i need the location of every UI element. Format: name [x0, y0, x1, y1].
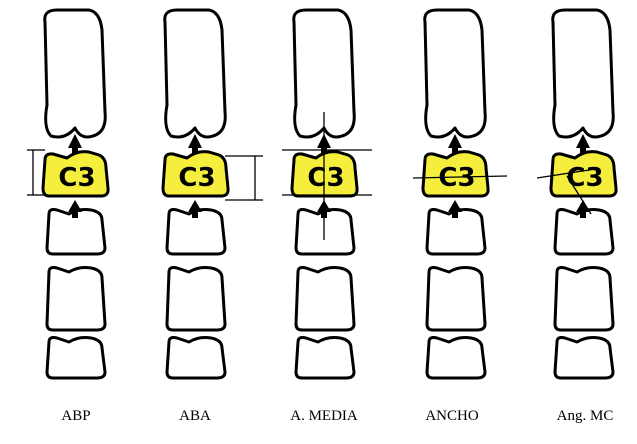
lower-vertebra-1 [294, 208, 356, 256]
vertebra-label: C3 [58, 163, 95, 193]
lower-vertebra-3 [294, 336, 356, 380]
lower-vertebra-2 [425, 266, 487, 332]
column-1: C3 [27, 8, 110, 380]
lower-vertebra-2 [165, 266, 227, 332]
arrow-up-icon [448, 134, 462, 154]
lower-vertebra-1 [165, 208, 227, 256]
angle-line-a [536, 169, 590, 179]
upper-vertebra [43, 8, 107, 139]
arrow-up-icon [68, 134, 82, 154]
upper-vertebra [163, 8, 227, 139]
lower-vertebra-3 [165, 336, 227, 380]
label-aba: ABA [179, 408, 211, 424]
column-4: C3 [412, 8, 508, 380]
arrow-up-icon [448, 200, 462, 218]
vertebra-label: C3 [566, 163, 603, 193]
vertebra-label: C3 [438, 163, 475, 193]
label-a-media: A. MEDIA [290, 408, 358, 424]
column-5: C3 [536, 8, 618, 380]
lower-vertebra-2 [294, 266, 356, 332]
lower-vertebra-3 [553, 336, 615, 380]
arrow-up-icon [576, 134, 590, 154]
c3-vertebra [41, 150, 110, 198]
width-line [412, 175, 508, 179]
upper-vertebra [292, 8, 356, 139]
lower-vertebra-2 [553, 266, 615, 332]
arrow-up-icon [68, 200, 82, 218]
label-abp: ABP [61, 408, 91, 424]
arrow-up-icon [576, 200, 590, 218]
c3-vertebra [549, 150, 618, 198]
lower-vertebra-3 [425, 336, 487, 380]
vertebra-label: C3 [307, 163, 344, 193]
vertebra-label: C3 [178, 163, 215, 193]
arrow-up-icon [188, 200, 202, 218]
column-2: C3 [161, 8, 263, 380]
c3-vertebra [421, 150, 490, 198]
upper-vertebra [423, 8, 487, 139]
lower-vertebra-1 [45, 208, 107, 256]
label-ancho: ANCHO [425, 408, 479, 424]
arrow-up-icon [188, 134, 202, 154]
c3-vertebra [161, 150, 230, 198]
lower-vertebra-3 [45, 336, 107, 380]
upper-vertebra [551, 8, 615, 139]
lower-vertebra-1 [553, 208, 615, 256]
angle-line-b [566, 175, 592, 215]
lower-vertebra-1 [425, 208, 487, 256]
column-3: C3 [282, 8, 372, 380]
columns-layer: C3 C3 C3 C3 C3 [27, 8, 618, 380]
label-ang-mc: Ang. MC [556, 408, 614, 424]
lower-vertebra-2 [45, 266, 107, 332]
